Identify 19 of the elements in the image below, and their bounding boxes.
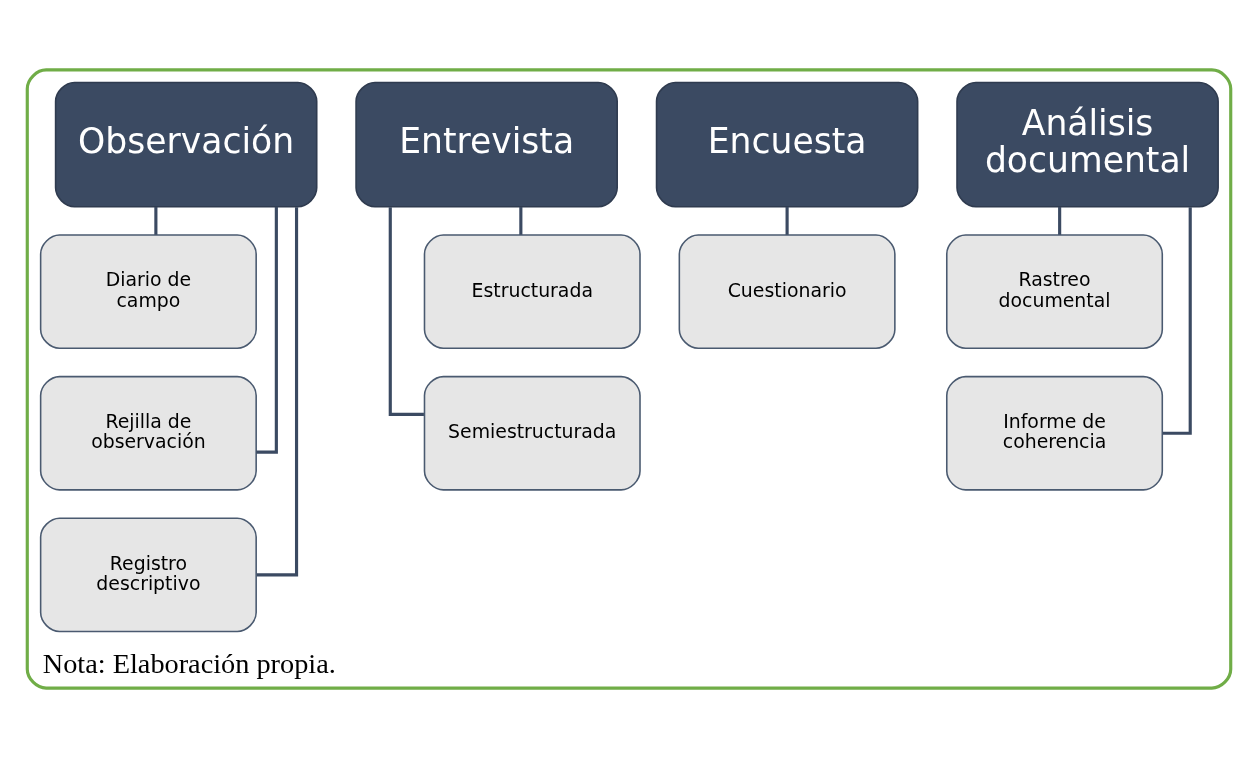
node-box: Diario de campo — [39, 234, 257, 350]
connector — [785, 207, 789, 235]
connector — [1058, 207, 1062, 235]
node-box: Encuesta — [655, 81, 919, 208]
node-box: Registro descriptivo — [39, 517, 257, 633]
node-box: Rastreo documental — [946, 234, 1164, 350]
connector — [519, 207, 523, 235]
node-box: Cuestionario — [678, 234, 896, 350]
connector — [1162, 207, 1192, 435]
node-box: Entrevista — [355, 81, 618, 208]
node-box: Semiestructurada — [423, 375, 641, 491]
connector — [388, 207, 424, 416]
node-box: Rejilla de observación — [39, 375, 257, 491]
node-box: Observación — [54, 81, 318, 208]
node-box: Estructurada — [423, 234, 641, 350]
node-box: Informe de coherencia — [946, 375, 1164, 491]
connector — [154, 207, 158, 235]
node-box: Análisis documental — [956, 81, 1219, 208]
connector — [256, 207, 299, 577]
